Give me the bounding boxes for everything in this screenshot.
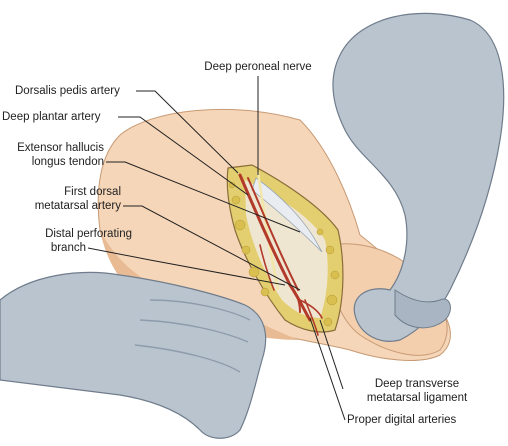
- label-extensor-hallucis-line1: Extensor hallucis: [17, 142, 104, 154]
- leader-first-dorsal: [123, 205, 301, 291]
- right-gloved-hand: [332, 12, 505, 342]
- right-glove-finger: [394, 289, 451, 329]
- label-proper-digital-arteries: Proper digital arteries: [347, 414, 457, 426]
- label-deep-transverse-line1: Deep transverse: [374, 378, 460, 390]
- leader-proper-digital: [309, 317, 346, 421]
- label-deep-transverse-line2: metatarsal ligament: [366, 392, 468, 404]
- fat-lobules: [228, 181, 340, 327]
- deep-peroneal-nerve-shape: [256, 171, 280, 291]
- leader-deep-plantar: [118, 116, 249, 196]
- label-first-dorsal-line1: First dorsal: [64, 186, 121, 198]
- left-gloved-hand: [0, 271, 267, 439]
- label-distal-perforating-line2: branch: [50, 242, 86, 254]
- left-glove-fingers: [134, 299, 251, 373]
- label-extensor-hallucis-line2: longus tendon: [31, 156, 104, 168]
- leader-distal-perforating: [87, 247, 286, 286]
- leader-extensor: [106, 161, 301, 233]
- leader-lines: [87, 76, 346, 421]
- arteries: [238, 173, 323, 336]
- label-first-dorsal-line2: metatarsal artery: [34, 200, 121, 212]
- label-deep-peroneal-nerve: Deep peroneal nerve: [204, 61, 312, 73]
- leader-deep-transverse: [319, 319, 344, 390]
- extensor-tendon: [251, 177, 323, 253]
- label-dorsalis-pedis-artery: Dorsalis pedis artery: [15, 85, 120, 97]
- label-deep-plantar-artery: Deep plantar artery: [2, 111, 101, 123]
- leader-dorsalis-pedis: [136, 90, 239, 174]
- label-distal-perforating-line1: Distal perforating: [45, 228, 132, 240]
